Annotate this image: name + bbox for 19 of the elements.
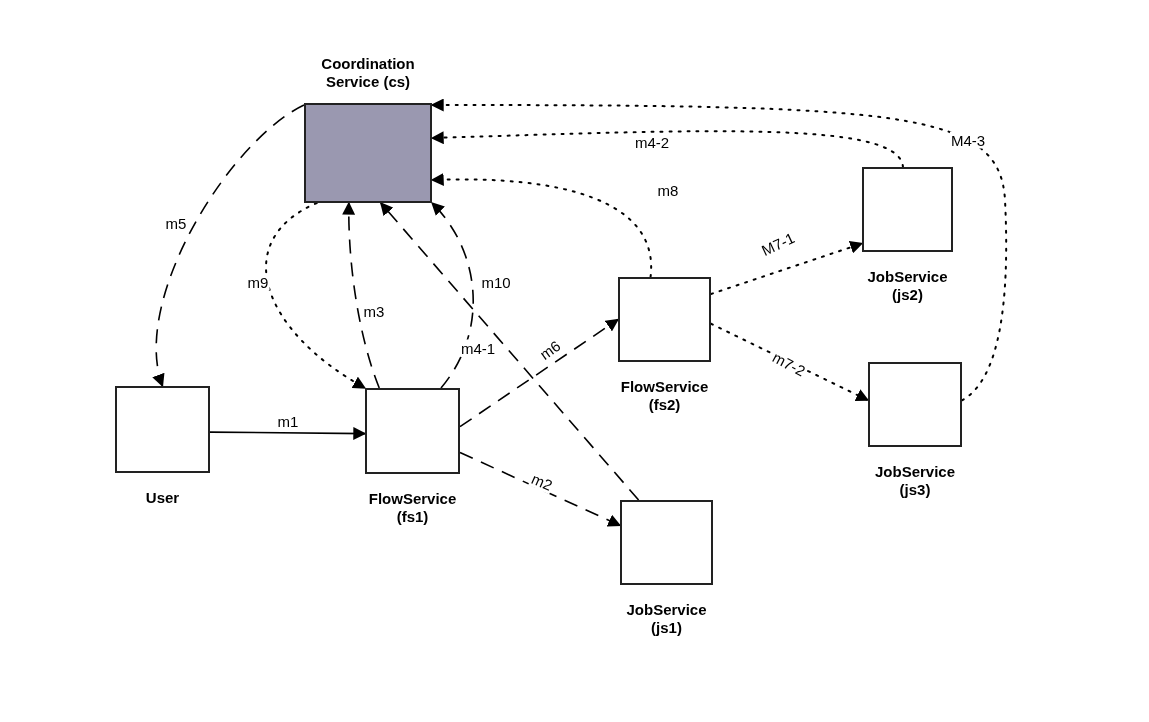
- arrow: [430, 98, 1008, 402]
- node-label: JobService (js3): [873, 463, 956, 499]
- arrow: [342, 201, 381, 389]
- arrow: [379, 202, 640, 501]
- edge-label: m4-1: [459, 339, 497, 357]
- edge-label: M4-3: [949, 131, 987, 149]
- arrow: [265, 202, 367, 389]
- node-label: FlowService (fs1): [367, 490, 458, 526]
- node-label: FlowService (fs2): [619, 378, 710, 414]
- arrow: [459, 318, 620, 428]
- node-label: Coordination Service (cs): [320, 55, 416, 91]
- node-label: JobService (js2): [866, 268, 949, 304]
- arrow: [431, 202, 474, 389]
- node-label: User: [145, 489, 180, 507]
- arrow: [459, 451, 622, 527]
- arrow: [710, 241, 864, 295]
- node-label: JobService (js1): [625, 601, 708, 637]
- arrow: [153, 104, 305, 388]
- arrow: [209, 426, 367, 440]
